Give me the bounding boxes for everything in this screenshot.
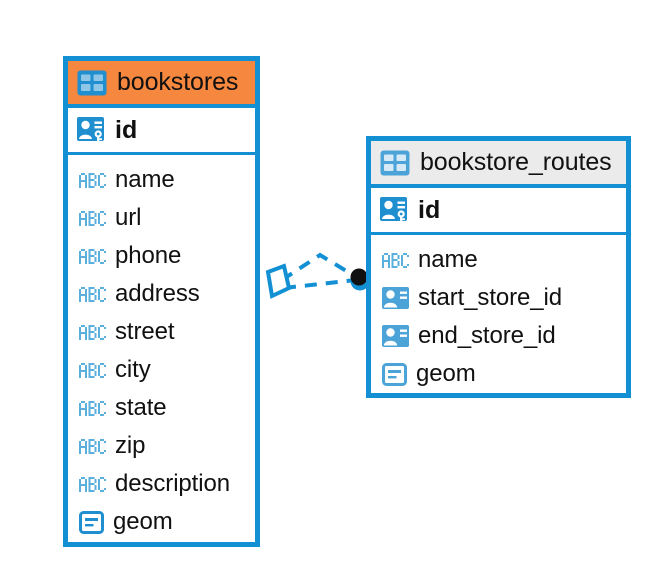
primary-key-row-bookstore-routes[interactable]: id: [371, 188, 626, 235]
field-label: address: [115, 280, 200, 307]
geometry-icon: [382, 362, 407, 386]
field-row[interactable]: zip: [68, 427, 255, 465]
abc-text-icon: [79, 362, 106, 378]
field-label: geom: [113, 508, 173, 535]
field-row[interactable]: end_store_id: [371, 317, 626, 355]
foreign-key-icon: [382, 325, 409, 347]
field-label: name: [115, 166, 175, 193]
primary-key-label: id: [115, 115, 138, 144]
abc-text-icon: [79, 400, 106, 416]
field-row[interactable]: description: [68, 465, 255, 503]
field-row[interactable]: name: [68, 161, 255, 199]
field-label: start_store_id: [418, 284, 563, 311]
abc-text-icon: [79, 172, 106, 188]
entity-bookstores[interactable]: bookstores id: [63, 56, 260, 547]
field-row[interactable]: city: [68, 351, 255, 389]
field-list-bookstores: name: [68, 155, 255, 547]
field-label: zip: [115, 432, 146, 459]
field-label: state: [115, 394, 167, 421]
connector-lower-branch: [283, 278, 357, 290]
abc-text-icon: [79, 476, 106, 492]
field-row[interactable]: address: [68, 275, 255, 313]
entity-bookstore-routes[interactable]: bookstore_routes id: [366, 136, 631, 398]
abc-text-icon: [79, 438, 106, 454]
table-icon: [77, 70, 107, 96]
crows-foot-many-marker: [265, 263, 292, 299]
primary-key-icon: [77, 116, 106, 145]
field-row[interactable]: street: [68, 313, 255, 351]
field-label: end_store_id: [418, 322, 556, 349]
field-label: geom: [416, 360, 476, 387]
field-row[interactable]: geom: [371, 355, 626, 393]
field-label: name: [418, 246, 478, 273]
foreign-key-icon: [382, 287, 409, 309]
field-list-bookstore-routes: name start_store_id: [371, 235, 626, 399]
field-label: url: [115, 204, 142, 231]
entity-header-bookstore-routes[interactable]: bookstore_routes: [371, 141, 626, 188]
entity-title: bookstore_routes: [420, 148, 612, 176]
entity-header-bookstores[interactable]: bookstores: [68, 61, 255, 108]
table-icon: [380, 150, 410, 176]
field-label: street: [115, 318, 175, 345]
field-label: description: [115, 470, 230, 497]
primary-key-label: id: [418, 195, 441, 224]
field-row[interactable]: phone: [68, 237, 255, 275]
abc-text-icon: [79, 248, 106, 264]
field-row[interactable]: name: [371, 241, 626, 279]
abc-text-icon: [79, 286, 106, 302]
connector-upper-branch: [280, 252, 360, 282]
field-row[interactable]: url: [68, 199, 255, 237]
field-row[interactable]: state: [68, 389, 255, 427]
geometry-icon: [79, 510, 104, 534]
abc-text-icon: [79, 210, 106, 226]
abc-text-icon: [382, 252, 409, 268]
field-label: phone: [115, 242, 182, 269]
abc-text-icon: [79, 324, 106, 340]
field-row[interactable]: start_store_id: [371, 279, 626, 317]
field-label: city: [115, 356, 151, 383]
primary-key-row-bookstores[interactable]: id: [68, 108, 255, 155]
entity-title: bookstores: [117, 68, 239, 96]
primary-key-icon: [380, 196, 409, 225]
field-row[interactable]: geom: [68, 503, 255, 541]
